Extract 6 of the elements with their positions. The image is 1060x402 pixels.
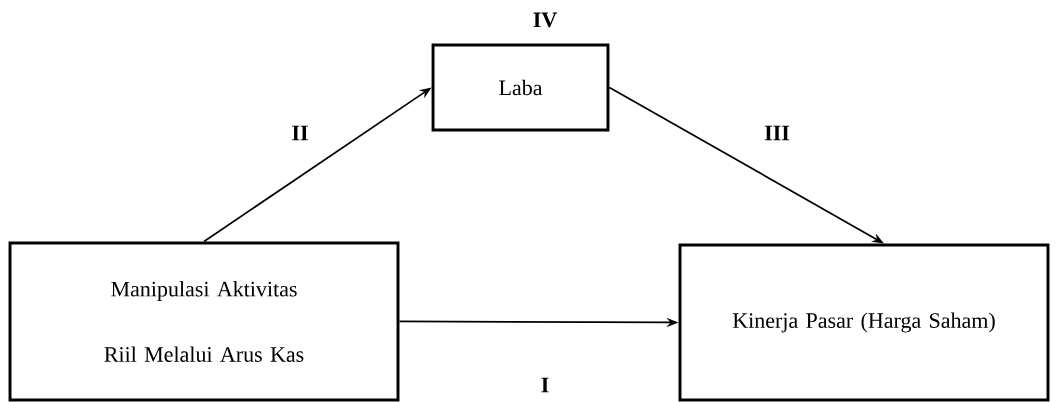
box: Laba [431, 43, 610, 132]
edge-label: III [764, 125, 790, 141]
box: Kinerja Pasar (Harga Saham) [678, 243, 1050, 402]
box: Manipulasi Aktivitas Riil Melalui Arus Kas [8, 241, 400, 402]
edge-label: I [541, 377, 549, 393]
edge-label: II [292, 125, 308, 141]
